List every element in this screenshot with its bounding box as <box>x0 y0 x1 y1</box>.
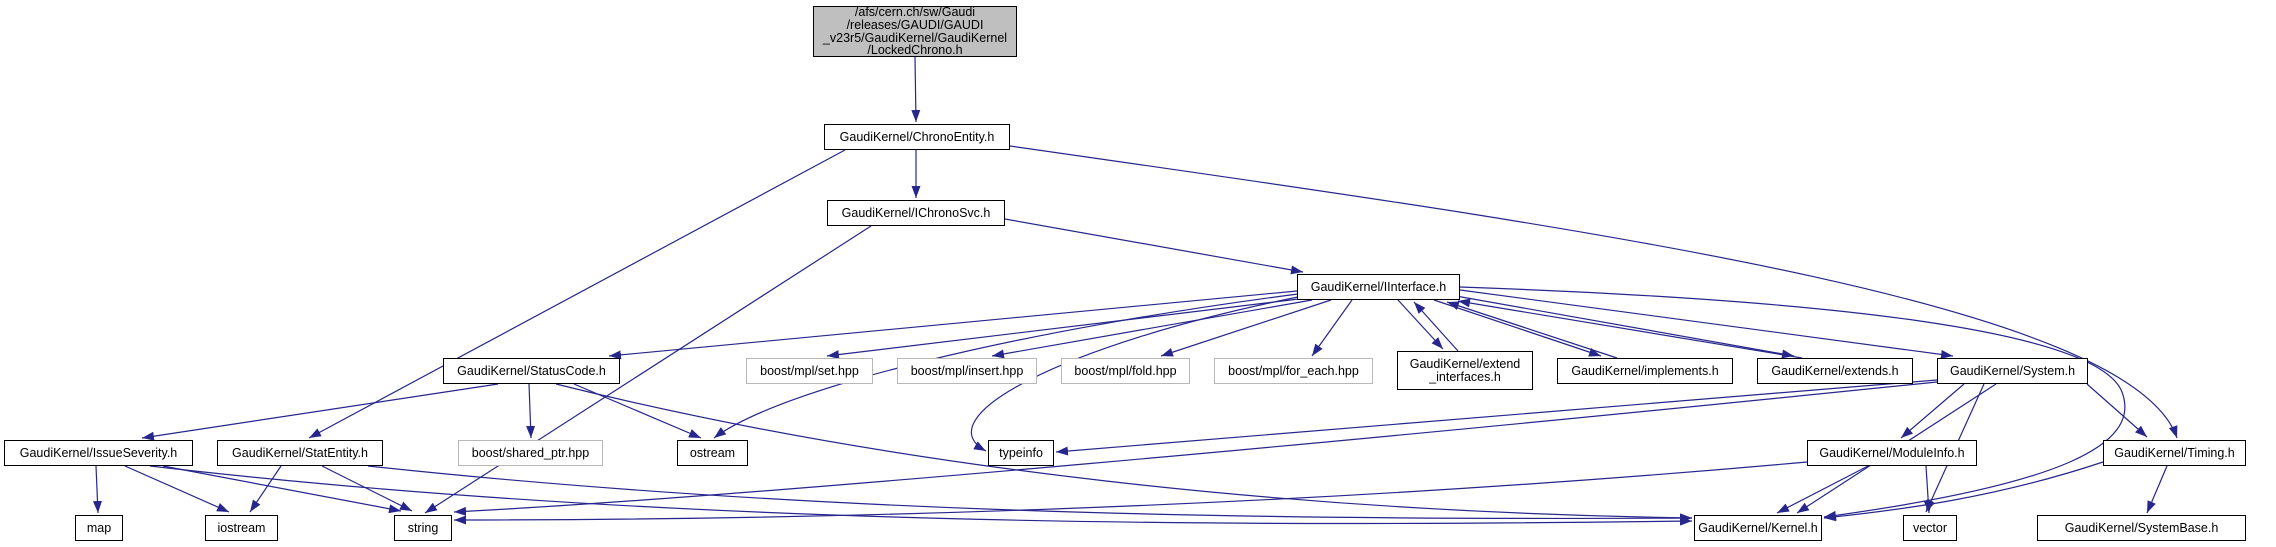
node-typeinfo: typeinfo <box>988 440 1054 466</box>
node-chronoentity[interactable]: GaudiKernel/ChronoEntity.h <box>824 124 1010 150</box>
edges-group <box>92 56 2178 526</box>
node-label: boost/mpl/for_each.hpp <box>1228 363 1359 378</box>
node-label: GaudiKernel/ModuleInfo.h <box>1819 445 1965 460</box>
node-statentity[interactable]: GaudiKernel/StatEntity.h <box>217 440 383 466</box>
node-string: string <box>394 515 452 541</box>
node-vector: vector <box>1903 515 1957 541</box>
node-moduleinfo[interactable]: GaudiKernel/ModuleInfo.h <box>1807 440 1977 466</box>
node-lockedchrono: /afs/cern.ch/sw/Gaudi/releases/GAUDI/GAU… <box>813 6 1017 57</box>
node-sharedptr: boost/shared_ptr.hpp <box>458 440 603 466</box>
node-label: _v23r5/GaudiKernel/GaudiKernel <box>822 30 1008 45</box>
edge-statentity--iostream <box>249 465 282 513</box>
edge-timing--kernel <box>1823 461 2104 522</box>
node-label: iostream <box>217 520 266 535</box>
edge-moduleinfo--string <box>453 461 1808 525</box>
node-mplfold: boost/mpl/fold.hpp <box>1061 358 1190 384</box>
edge-ichronosvc--iinterface <box>1004 218 1304 275</box>
node-label: GaudiKernel/System.h <box>1949 363 2076 378</box>
node-iinterface[interactable]: GaudiKernel/IInterface.h <box>1297 274 1460 300</box>
node-system[interactable]: GaudiKernel/System.h <box>1937 358 2088 384</box>
edge-lockedchrono--chronoentity <box>911 56 921 123</box>
edge-statuscode--kernel <box>555 383 1693 523</box>
edge-moduleinfo--kernel <box>1776 465 1869 514</box>
node-label: GaudiKernel/IChronoSvc.h <box>841 205 991 220</box>
node-kernel[interactable]: GaudiKernel/Kernel.h <box>1694 515 1822 541</box>
edge-statuscode--sharedptr <box>526 383 536 439</box>
edge-iinterface--extends <box>1455 295 1795 359</box>
node-label: GaudiKernel/Kernel.h <box>1698 520 1818 535</box>
edge-timing--systembase <box>2146 465 2168 514</box>
node-systembase[interactable]: GaudiKernel/SystemBase.h <box>2037 515 2246 541</box>
edge-iinterface--mplset <box>826 298 1300 360</box>
edge-iinterface--system <box>1459 289 1954 359</box>
edge-statuscode--issueseverity <box>141 383 499 441</box>
node-label: boost/shared_ptr.hpp <box>471 445 590 460</box>
edge-implements--iinterface <box>1446 301 1618 359</box>
edge-extendinterfaces--iinterface <box>1413 301 1459 352</box>
edge-issueseverity--iostream <box>124 465 230 513</box>
edge-chronoentity--timing <box>1009 145 2178 439</box>
edge-iinterface--kernel <box>1459 286 2126 520</box>
node-ostream: ostream <box>677 440 748 466</box>
edge-extends--iinterface <box>1457 298 1803 359</box>
node-ichronosvc[interactable]: GaudiKernel/IChronoSvc.h <box>827 200 1005 226</box>
edge-system--string <box>453 381 1938 516</box>
node-mplinsert: boost/mpl/insert.hpp <box>897 358 1037 384</box>
edge-chronoentity--statentity <box>308 149 846 439</box>
edge-issueseverity--string <box>162 465 402 514</box>
node-label: GaudiKernel/implements.h <box>1571 363 1719 378</box>
node-statuscode[interactable]: GaudiKernel/StatusCode.h <box>443 358 620 384</box>
node-label: _interfaces.h <box>1429 369 1501 384</box>
node-label: boost/mpl/insert.hpp <box>910 363 1024 378</box>
edge-iinterface--extendinterfaces <box>1397 299 1444 350</box>
node-label: GaudiKernel/IInterface.h <box>1310 279 1447 294</box>
node-label: GaudiKernel/ChronoEntity.h <box>839 129 995 144</box>
node-extends[interactable]: GaudiKernel/extends.h <box>1757 358 1913 384</box>
node-label: vector <box>1912 520 1948 535</box>
node-label: /releases/GAUDI/GAUDI <box>846 17 984 32</box>
node-label: /afs/cern.ch/sw/Gaudi <box>854 5 976 20</box>
edge-iinterface--implements <box>1433 299 1602 357</box>
node-label: /LockedChrono.h <box>867 43 963 58</box>
node-label: GaudiKernel/IssueSeverity.h <box>19 445 178 460</box>
edge-moduleinfo--vector <box>1923 465 1933 514</box>
node-map: map <box>75 515 123 541</box>
edge-system--timing <box>2086 383 2148 438</box>
node-label: GaudiKernel/StatusCode.h <box>457 363 606 378</box>
node-label: boost/mpl/set.hpp <box>760 363 859 378</box>
edge-iinterface--mplinsert <box>991 299 1313 359</box>
node-iostream: iostream <box>205 515 278 541</box>
edge-issueseverity--map <box>92 465 102 514</box>
node-label: GaudiKernel/extends.h <box>1771 363 1899 378</box>
edge-statuscode--ostream <box>573 383 702 439</box>
node-label: GaudiKernel/extend <box>1409 356 1521 371</box>
node-implements[interactable]: GaudiKernel/implements.h <box>1557 358 1733 384</box>
node-label: ostream <box>689 445 736 460</box>
node-mplset: boost/mpl/set.hpp <box>746 358 873 384</box>
edge-iinterface--mplforeach <box>1311 299 1353 357</box>
edge-system--typeinfo <box>1055 379 1938 456</box>
node-label: GaudiKernel/StatEntity.h <box>232 445 368 460</box>
edge-issueseverity--kernel <box>149 465 1693 526</box>
node-issueseverity[interactable]: GaudiKernel/IssueSeverity.h <box>4 440 193 466</box>
node-label: boost/mpl/fold.hpp <box>1074 363 1177 378</box>
node-timing[interactable]: GaudiKernel/Timing.h <box>2103 440 2246 466</box>
node-label: string <box>407 520 439 535</box>
edge-statentity--string <box>321 465 413 512</box>
edge-iinterface--mplfold <box>1160 299 1332 357</box>
node-label: map <box>86 520 112 535</box>
edge-statentity--kernel <box>367 465 1693 523</box>
edge-system--moduleinfo <box>1900 383 1965 439</box>
node-mplforeach: boost/mpl/for_each.hpp <box>1214 358 1373 384</box>
node-label: GaudiKernel/Timing.h <box>2114 445 2235 460</box>
edge-iinterface--statuscode <box>608 290 1298 360</box>
node-label: GaudiKernel/SystemBase.h <box>2064 520 2219 535</box>
node-extendinterfaces[interactable]: GaudiKernel/extend_interfaces.h <box>1397 351 1533 390</box>
node-label: typeinfo <box>999 445 1043 460</box>
